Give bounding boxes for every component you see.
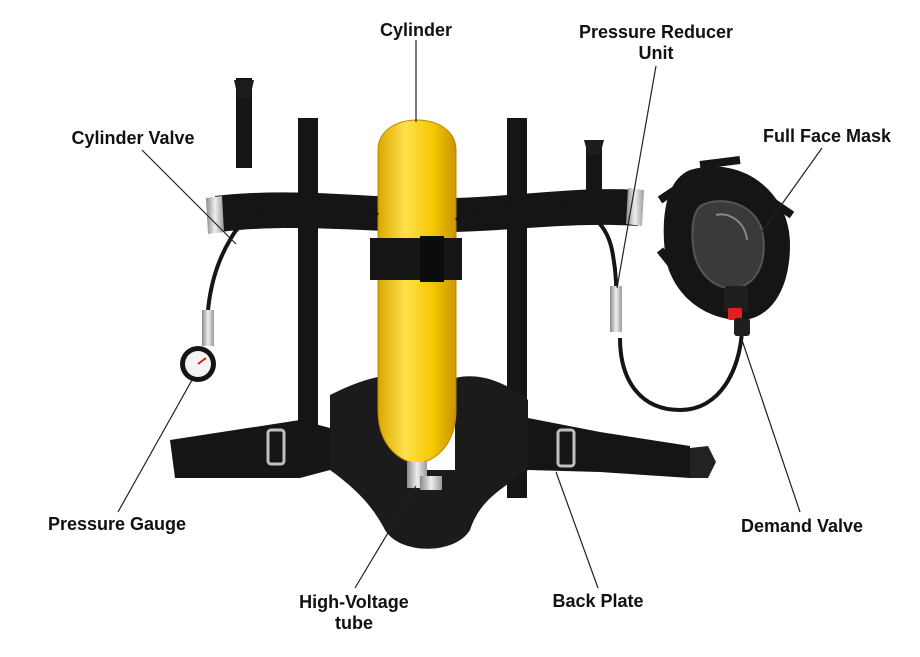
leader-demand-valve <box>741 339 801 513</box>
leader-high-voltage-tube <box>354 485 417 589</box>
leader-full-face-mask <box>761 147 823 233</box>
label-back-plate: Back Plate <box>552 591 644 611</box>
waist-belt <box>170 418 716 478</box>
leader-pressure-gauge <box>117 379 193 513</box>
leader-back-plate <box>555 471 599 589</box>
label-high-voltage-tube: High-Voltage tube <box>299 592 409 633</box>
label-cylinder: Cylinder <box>379 20 453 40</box>
leader-pressure-reducer <box>616 65 657 289</box>
leader-cylinder-valve <box>141 149 237 245</box>
label-full-face-mask: Full Face Mask <box>762 126 892 146</box>
face-mask-shape <box>656 156 795 336</box>
pressure-gauge-shape <box>180 310 216 382</box>
pressure-reducer-fitting <box>610 286 622 332</box>
leader-lines <box>117 40 823 589</box>
cylinder-shape <box>370 119 462 490</box>
label-pressure-gauge: Pressure Gauge <box>47 514 187 534</box>
label-demand-valve: Demand Valve <box>740 516 864 536</box>
label-pressure-reducer-unit: Pressure Reducer Unit <box>578 22 734 63</box>
label-cylinder-valve: Cylinder Valve <box>71 128 195 148</box>
